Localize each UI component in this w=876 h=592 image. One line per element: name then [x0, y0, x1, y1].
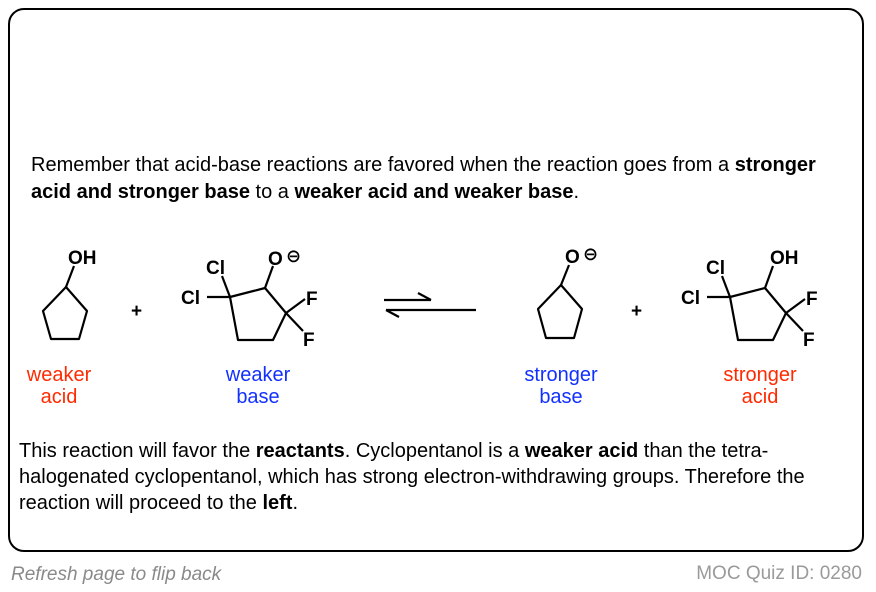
conclusion-text-part: . Cyclopentanol is a [344, 440, 525, 462]
intro-text: Remember that acid-base reactions are fa… [31, 152, 831, 206]
atom-label-o: O [268, 249, 283, 270]
conclusion-bold-left: left [262, 492, 293, 514]
label-line: acid [741, 386, 779, 408]
atom-label-cl: Cl [206, 258, 225, 279]
plus-sign: + [631, 301, 642, 322]
atom-label-cl: Cl [681, 288, 700, 309]
atom-label-f: F [306, 289, 318, 310]
label-weaker-acid: weaker acid [4, 364, 114, 408]
label-line: stronger [723, 364, 797, 386]
cyclopentane-ring [228, 286, 288, 342]
plus-sign: + [131, 301, 142, 322]
intro-text-part: to a [249, 181, 295, 203]
label-line: weaker [26, 364, 92, 386]
atom-label-oh: OH [770, 248, 799, 269]
equilibrium-arrow [384, 292, 476, 318]
cyclopentane-ring [728, 286, 788, 342]
conclusion-bold-weaker-acid: weaker acid [524, 440, 639, 462]
cyclopentane-ring [536, 283, 584, 340]
atom-label-f: F [303, 330, 315, 351]
intro-bold-stronger: stronger acid and stronger base [31, 154, 816, 203]
conclusion-text-part: . [292, 492, 299, 514]
intro-text-part: . [573, 181, 580, 203]
label-stronger-acid: stronger acid [705, 364, 815, 408]
atom-label-o: O [565, 247, 580, 268]
negative-charge-icon: ⊖ [286, 246, 301, 266]
negative-charge-icon: ⊖ [583, 244, 598, 264]
refresh-flip-link[interactable]: Refresh page to flip back [11, 564, 222, 585]
intro-text-part: Remember that acid-base reactions are fa… [31, 154, 735, 176]
label-line: base [236, 386, 280, 408]
label-line: acid [40, 386, 78, 408]
label-line: stronger [524, 364, 598, 386]
conclusion-bold-reactants: reactants [255, 440, 345, 462]
conclusion-text: This reaction will favor the reactants. … [19, 438, 849, 516]
label-line: weaker [225, 364, 291, 386]
atom-label-cl: Cl [706, 258, 725, 279]
quiz-id: MOC Quiz ID: 0280 [696, 563, 862, 584]
quiz-card[interactable] [8, 8, 864, 552]
label-line: base [539, 386, 583, 408]
conclusion-text-part: This reaction will favor the [19, 440, 256, 462]
cyclopentane-ring [41, 285, 89, 341]
label-stronger-base: stronger base [506, 364, 616, 408]
intro-bold-weaker: weaker acid and weaker base [294, 181, 574, 203]
atom-label-cl: Cl [181, 288, 200, 309]
label-weaker-base: weaker base [203, 364, 313, 408]
atom-label-f: F [803, 330, 815, 351]
conclusion-text-part: than the tetra-halogenated cyclopentanol… [19, 440, 805, 514]
atom-label-f: F [806, 289, 818, 310]
atom-label-oh: OH [68, 248, 97, 269]
